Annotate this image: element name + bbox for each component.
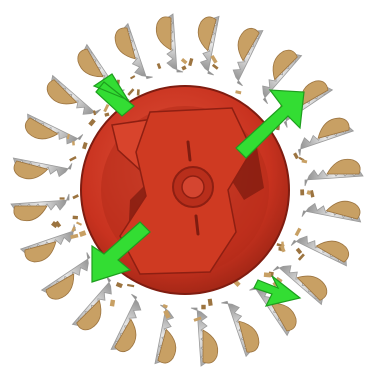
wood-chip (127, 284, 134, 287)
blade-1 (305, 159, 363, 186)
wood-chip (127, 88, 134, 96)
wood-chip (82, 142, 88, 149)
wood-chip (293, 152, 299, 159)
wood-chip (298, 253, 305, 260)
blade-19 (156, 14, 183, 72)
wood-chip (79, 230, 87, 237)
wood-chip (73, 216, 78, 220)
wood-chip (76, 221, 82, 225)
wood-chip (93, 110, 96, 115)
blade-14 (9, 148, 72, 189)
rotor-key-upper (188, 142, 190, 160)
wood-chip (208, 299, 213, 306)
wood-chip (103, 104, 109, 112)
wood-chip (264, 272, 271, 277)
wood-chip (301, 159, 307, 163)
blade-7 (191, 308, 218, 366)
wood-chip (72, 141, 75, 145)
wood-chip (181, 65, 186, 70)
wood-chip (88, 119, 96, 127)
rotor-key-lower (196, 216, 198, 234)
blade-11 (37, 252, 101, 304)
wood-chip (300, 189, 304, 195)
wood-chip (212, 64, 219, 70)
wood-chip (60, 197, 65, 199)
blade-24 (293, 115, 356, 156)
blade-21 (219, 22, 271, 86)
wood-chip (188, 58, 193, 66)
wood-chip (116, 282, 123, 288)
wood-chip (181, 58, 188, 64)
wood-chip (130, 75, 135, 79)
blade-20 (188, 12, 229, 75)
wood-chip (157, 63, 162, 69)
blade-16 (41, 68, 101, 128)
blade-18 (112, 21, 153, 84)
wood-chip (210, 55, 217, 64)
wood-chip (137, 89, 140, 95)
blade-6 (221, 296, 262, 359)
wood-chip (235, 90, 241, 94)
wood-chip (295, 228, 302, 237)
wood-chip (104, 113, 109, 117)
wood-chip (72, 194, 79, 199)
wood-chip (110, 300, 115, 307)
blade-15 (19, 105, 83, 157)
rotor-hub-cap (182, 176, 204, 198)
wood-chip (296, 248, 302, 255)
wood-chip (69, 156, 76, 161)
wood-chip (201, 305, 205, 310)
